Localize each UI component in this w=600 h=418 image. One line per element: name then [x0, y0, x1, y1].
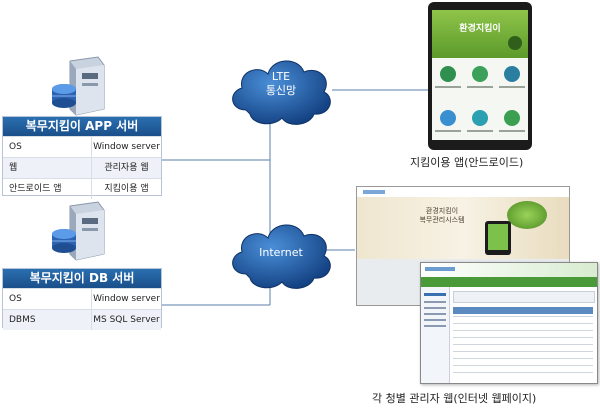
table-row — [453, 344, 593, 345]
app-server-box: 복무지킴이 APP 서버 OS Window server 웹 관리자용 웹 안… — [2, 116, 162, 199]
menu-label-4 — [435, 130, 461, 132]
menu-label-5 — [467, 130, 493, 132]
phone-app-title: 환경지킴이 — [459, 24, 501, 34]
app-server-row-value: Window server — [93, 142, 160, 152]
internet-cloud-label: Internet — [259, 246, 303, 259]
app-server-icon — [52, 56, 105, 116]
admin-sidebar-item — [424, 319, 446, 321]
android-phone: 환경지킴이 — [428, 2, 532, 150]
db-server-row-value: Window server — [93, 294, 160, 304]
phone-screen: 환경지킴이 — [432, 10, 528, 140]
phone-caption: 지킴이용 앱(안드로이드) — [410, 156, 524, 169]
db-server-row-value: MS SQL Server — [93, 315, 160, 325]
home-icon — [508, 36, 522, 50]
tree-illustration — [507, 201, 547, 229]
lte-cloud-label: LTE 통신망 — [265, 70, 297, 97]
table-row — [453, 316, 593, 317]
db-server-row-label: OS — [3, 289, 92, 309]
internet-cloud-icon — [232, 224, 331, 289]
admin-sidebar-item — [424, 293, 446, 296]
menu-label-1 — [435, 86, 461, 88]
table-row: DBMS MS SQL Server — [3, 309, 161, 330]
table-row — [453, 337, 593, 338]
app-server-row-label: 안드로이드 앱 — [3, 179, 92, 199]
menu-icon-1 — [440, 66, 456, 82]
admin-logo — [425, 267, 455, 271]
admin-table-header — [453, 307, 593, 314]
admin-sidebar-item — [424, 307, 446, 309]
lte-cloud-icon — [232, 60, 331, 125]
admin-nav — [421, 277, 597, 287]
table-row: 안드로이드 앱 지킴이용 앱 — [3, 178, 161, 199]
table-row — [453, 351, 593, 352]
web-admin-page — [420, 262, 598, 384]
table-row: OS Window server — [3, 288, 161, 309]
table-row: 웹 관리자용 웹 — [3, 157, 161, 178]
admin-sidebar-item — [424, 325, 446, 327]
db-server-row-label: DBMS — [3, 310, 92, 330]
admin-header — [421, 263, 597, 277]
web-logo — [363, 190, 385, 194]
phone-app-header: 환경지킴이 — [432, 10, 528, 58]
table-row — [453, 330, 593, 331]
menu-label-2 — [467, 86, 493, 88]
menu-label-3 — [499, 86, 525, 88]
admin-sidebar — [421, 287, 450, 383]
admin-sidebar-item — [424, 301, 446, 303]
table-row — [453, 372, 593, 373]
admin-search-bar — [453, 291, 595, 303]
table-row — [453, 358, 593, 359]
menu-icon-6 — [504, 110, 520, 126]
menu-icon-2 — [472, 66, 488, 82]
admin-sidebar-item — [424, 313, 446, 315]
app-server-row-value: 지킴이용 앱 — [104, 184, 149, 194]
app-server-title: 복무지킴이 APP 서버 — [3, 117, 161, 136]
db-server-box: 복무지킴이 DB 서버 OS Window server DBMS MS SQL… — [2, 268, 162, 330]
web-caption: 각 청별 관리자 웹(인터넷 웹페이지) — [372, 392, 537, 405]
table-row: OS Window server — [3, 136, 161, 157]
db-server-icon — [52, 201, 105, 261]
menu-label-6 — [499, 130, 525, 132]
web-banner-title: 환경지킴이 복무관리시스템 — [419, 207, 465, 224]
app-server-row-value: 관리자용 웹 — [104, 163, 149, 173]
menu-icon-5 — [472, 110, 488, 126]
app-server-row-label: OS — [3, 137, 92, 157]
menu-icon-4 — [440, 110, 456, 126]
phone-illustration-screen — [488, 224, 508, 250]
menu-icon-3 — [504, 66, 520, 82]
table-row — [453, 323, 593, 324]
table-row — [453, 365, 593, 366]
db-server-title: 복무지킴이 DB 서버 — [3, 269, 161, 288]
app-server-row-label: 웹 — [3, 158, 92, 178]
